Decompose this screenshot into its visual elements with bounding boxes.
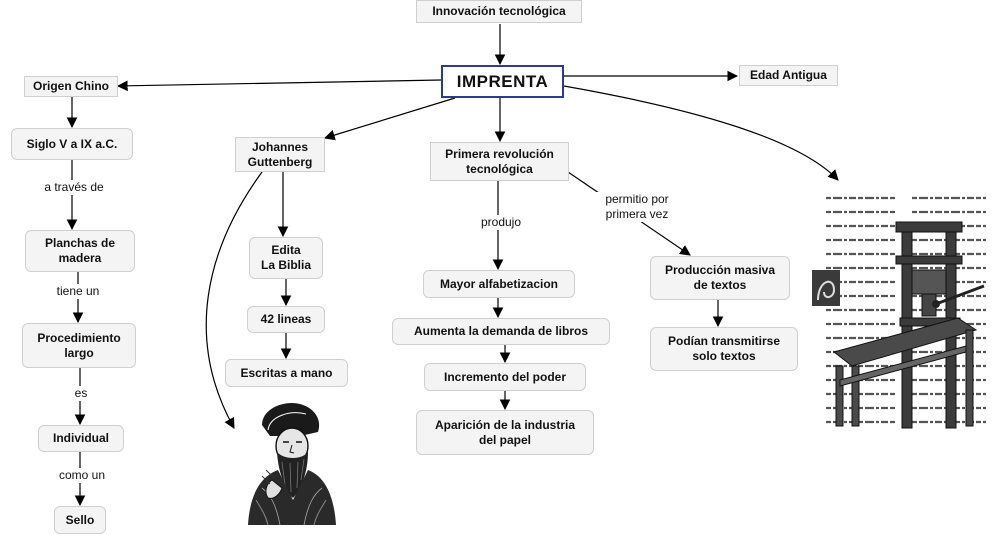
node-aumenta-demanda[interactable]: Aumenta la demanda de libros: [392, 318, 610, 345]
node-sello[interactable]: Sello: [54, 506, 106, 534]
node-podian-transmitirse[interactable]: Podían transmitirse solo textos: [650, 327, 798, 371]
node-edad-antigua[interactable]: Edad Antigua: [739, 65, 838, 86]
node-procedimiento[interactable]: Procedimiento largo: [22, 323, 136, 368]
node-individual[interactable]: Individual: [38, 425, 124, 452]
link-a-traves-de: a través de: [32, 180, 116, 195]
edge-guttenberg-portrait: [205, 171, 263, 429]
node-origen-chino[interactable]: Origen Chino: [24, 76, 118, 97]
link-es: es: [68, 386, 94, 401]
node-innovacion-tecnologica[interactable]: Innovación tecnológica: [416, 0, 582, 23]
node-edita-biblia[interactable]: Edita La Biblia: [249, 237, 323, 279]
node-incremento-poder[interactable]: Incremento del poder: [424, 363, 586, 391]
gutenberg-portrait-image: [244, 398, 336, 526]
link-tiene-un: tiene un: [44, 284, 112, 299]
printing-press-image: [808, 190, 993, 438]
node-siglo[interactable]: Siglo V a IX a.C.: [11, 128, 133, 160]
edge-imprenta-guttenberg: [323, 97, 456, 141]
node-guttenberg[interactable]: Johannes Guttenberg: [235, 137, 325, 172]
node-produccion-masiva[interactable]: Producción masiva de textos: [650, 256, 790, 300]
link-produjo: produjo: [474, 215, 528, 230]
edge-imprenta-press: [563, 85, 839, 181]
node-imprenta[interactable]: IMPRENTA: [441, 65, 564, 98]
node-primera-revolucion[interactable]: Primera revolución tecnológica: [430, 142, 569, 181]
link-como-un: como un: [47, 468, 117, 483]
node-42-lineas[interactable]: 42 lineas: [247, 306, 325, 333]
node-aparicion-industria[interactable]: Aparición de la industria del papel: [416, 410, 594, 455]
node-mayor-alfabetizacion[interactable]: Mayor alfabetizacion: [423, 270, 575, 298]
link-permitio: permitio por primera vez: [592, 192, 682, 222]
edge-imprenta-origen: [116, 79, 442, 92]
node-planchas[interactable]: Planchas de madera: [25, 230, 135, 272]
node-escritas-a-mano[interactable]: Escritas a mano: [225, 359, 348, 387]
